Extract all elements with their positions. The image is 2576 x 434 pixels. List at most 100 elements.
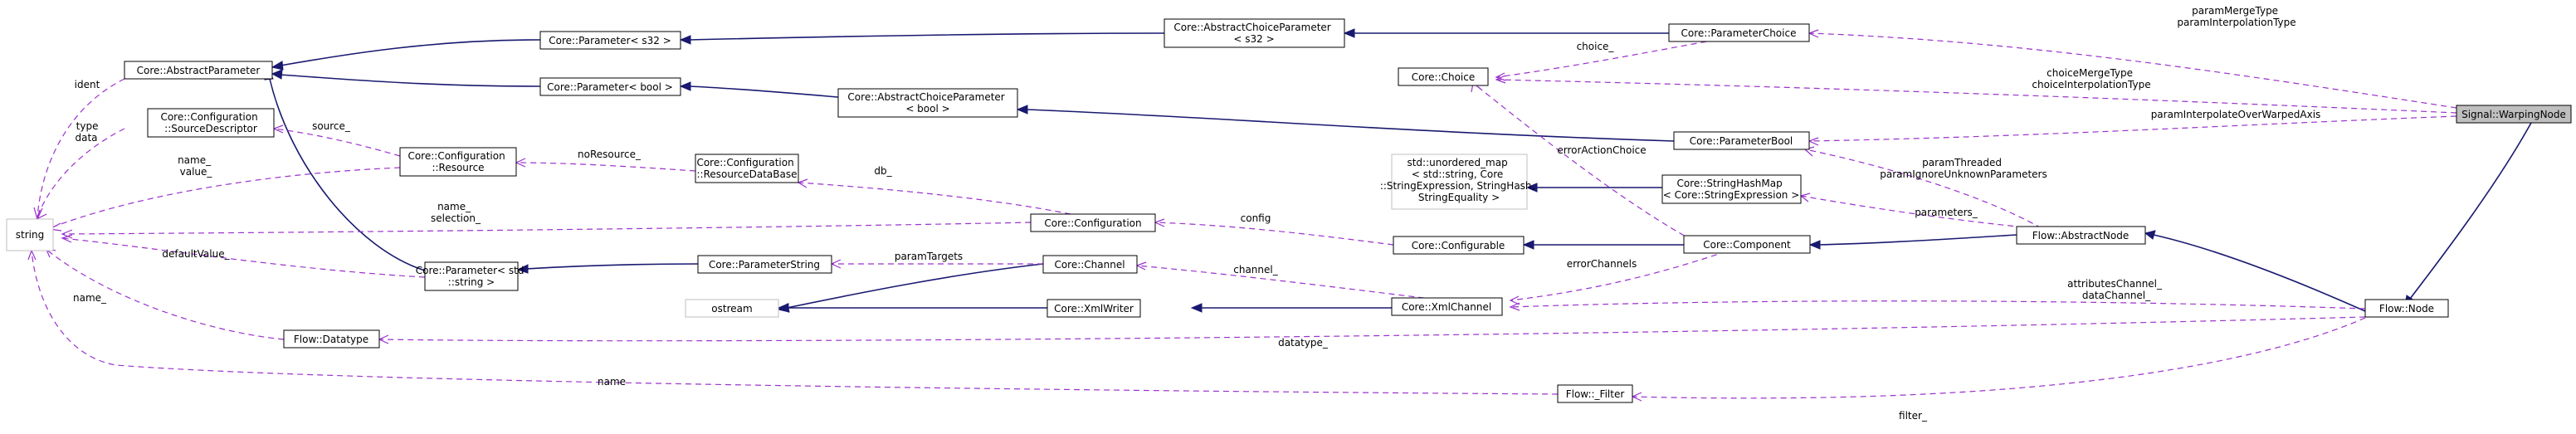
node-abstract-node[interactable]: Flow::AbstractNode xyxy=(2016,226,2146,245)
edge-warping-node-param-warped xyxy=(1808,115,2457,142)
label-name-selection: name_ selection_ xyxy=(431,201,481,224)
label-source: source_ xyxy=(312,120,351,132)
svg-text:Core::Parameter< std ::s: Core::Parameter< std ::string > xyxy=(416,265,528,288)
svg-text:std::unordered_map < std: std::unordered_map < std::string, Core :… xyxy=(1380,157,1538,203)
label-datatype-name: name_ xyxy=(73,292,107,304)
node-parameter-choice[interactable]: Core::ParameterChoice xyxy=(1668,23,1810,42)
node-configurable[interactable]: Core::Configurable xyxy=(1393,236,1525,255)
node-warping-node[interactable]: Signal::WarpingNode xyxy=(2456,105,2572,124)
svg-text:Core::Configuration ::So: Core::Configuration ::SourceDescriptor xyxy=(160,111,261,134)
edge-component-error-action-choice xyxy=(1472,82,1694,241)
node-xml-channel[interactable]: Core::XmlChannel xyxy=(1391,297,1503,316)
svg-text:Flow::Datatype: Flow::Datatype xyxy=(294,334,368,345)
label-datatype: datatype_ xyxy=(1278,337,1329,349)
node-parameter-string[interactable]: Core::ParameterString xyxy=(697,255,832,274)
node-configuration[interactable]: Core::Configuration xyxy=(1030,213,1156,232)
edge-abstract-node-to-component xyxy=(1817,234,2017,246)
edge-param-s32-to-abstract-parameter xyxy=(280,39,541,66)
label-param-threaded: paramThreaded paramIgnoreUnknownParamete… xyxy=(1880,157,2047,180)
label-db: db_ xyxy=(874,165,892,177)
node-abstract-choice-bool[interactable]: Core::AbstractChoiceParameter < bool > xyxy=(837,88,1018,118)
edge-abstract-choice-bool-to-param-bool xyxy=(688,85,839,98)
svg-text:Core::AbstractChoiceParameter: Core::AbstractChoiceParameter < s32 > xyxy=(1173,22,1334,45)
label-no-resource: noResource_ xyxy=(578,149,642,160)
label-filter-name: name xyxy=(598,376,626,388)
head-abstract-parameter-1 xyxy=(271,61,284,71)
label-channel: channel_ xyxy=(1233,264,1278,276)
node-param-stdstring[interactable]: Core::Parameter< std ::string > xyxy=(416,261,528,291)
svg-text:Core::XmlWriter: Core::XmlWriter xyxy=(1054,303,1134,315)
edge-warping-node-to-flow-node xyxy=(2409,122,2532,300)
edge-warping-node-choice-merge xyxy=(1495,79,2457,114)
edge-xml-channel-channel xyxy=(1136,265,1445,301)
head-param-stdstring xyxy=(516,264,529,274)
head-abstract-parameter-2 xyxy=(271,69,283,80)
label-param-targets: paramTargets xyxy=(895,251,963,262)
svg-text:Core::Configuration: Core::Configuration xyxy=(1044,217,1141,229)
head-string-hash-map xyxy=(1799,193,1811,202)
node-resource-database[interactable]: Core::Configuration ::ResourceDataBase xyxy=(695,154,799,183)
head-xml-channel-1 xyxy=(1509,295,1520,305)
svg-text:Core::Parameter< s32 >: Core::Parameter< s32 > xyxy=(549,35,671,46)
node-ostream[interactable]: ostream xyxy=(685,299,779,318)
node-parameter-bool[interactable]: Core::ParameterBool xyxy=(1673,131,1810,150)
label-default-value: defaultValue_ xyxy=(162,248,230,260)
svg-text:Core::Channel: Core::Channel xyxy=(1054,259,1125,271)
svg-text:Core::Configurable: Core::Configurable xyxy=(1412,240,1505,251)
node-param-bool[interactable]: Core::Parameter< bool > xyxy=(539,77,681,96)
node-filter[interactable]: Flow::_Filter xyxy=(1557,384,1633,403)
node-abstract-choice-s32[interactable]: Core::AbstractChoiceParameter < s32 > xyxy=(1164,18,1345,48)
label-param-warped: paramInterpolateOverWarpedAxis xyxy=(2151,109,2321,120)
svg-text:Core::Component: Core::Component xyxy=(1703,239,1791,251)
node-channel[interactable]: Core::Channel xyxy=(1042,255,1138,274)
node-component[interactable]: Core::Component xyxy=(1683,235,1811,254)
head-string-4 xyxy=(61,229,73,239)
edge-warping-node-param-merge xyxy=(1808,32,2457,109)
label-error-action-choice: errorActionChoice xyxy=(1557,144,1646,156)
head-string-5 xyxy=(61,234,73,243)
node-string-hash-map[interactable]: Core::StringHashMap < Core::StringExpres… xyxy=(1661,174,1802,204)
svg-text:Core::Configuration ::Re: Core::Configuration ::Resource xyxy=(407,150,508,173)
node-param-s32[interactable]: Core::Parameter< s32 > xyxy=(539,31,681,50)
svg-text:Core::Choice: Core::Choice xyxy=(1412,71,1476,83)
edge-abstract-choice-s32-to-param-s32 xyxy=(688,32,1165,41)
head-configurable xyxy=(1522,240,1534,250)
edge-datatype-name xyxy=(45,248,285,340)
svg-text:Core::Parameter< bool >: Core::Parameter< bool > xyxy=(547,81,673,93)
usage-edges xyxy=(31,32,2457,399)
edge-configuration-name-selection xyxy=(61,222,1032,235)
edge-abstract-node-parameters xyxy=(1800,195,2034,229)
label-ident: ident xyxy=(75,79,100,90)
svg-text:Signal::WarpingNode: Signal::WarpingNode xyxy=(2461,109,2566,120)
svg-text:Flow::_Filter: Flow::_Filter xyxy=(1566,388,1625,400)
edge-param-stdstring-default-value xyxy=(61,237,426,278)
edge-channel-to-ostream xyxy=(786,263,1044,309)
head-choice-1 xyxy=(1495,72,1506,81)
svg-text:Core::XmlChannel: Core::XmlChannel xyxy=(1402,301,1491,313)
head-choice-3 xyxy=(1495,75,1506,84)
edge-abstract-parameter-ident xyxy=(37,78,125,218)
label-name-value: name_ value_ xyxy=(178,154,214,178)
node-resource[interactable]: Core::Configuration ::Resource xyxy=(399,147,517,177)
node-source-descriptor[interactable]: Core::Configuration ::SourceDescriptor xyxy=(147,108,275,138)
node-xml-writer[interactable]: Core::XmlWriter xyxy=(1046,299,1141,318)
label-attributes-channel: attributesChannel_ dataChannel_ xyxy=(2067,278,2165,301)
node-abstract-parameter[interactable]: Core::AbstractParameter xyxy=(124,61,273,80)
head-resource-database xyxy=(797,178,808,188)
node-datatype[interactable]: Flow::Datatype xyxy=(283,329,380,349)
label-param-merge: paramMergeType paramInterpolationType xyxy=(2177,5,2295,28)
edge-abstract-node-param-threaded xyxy=(1804,149,2042,229)
edge-flow-node-attributes-channel xyxy=(1510,300,2366,310)
edge-parameter-string-to-param-stdstring xyxy=(525,263,699,270)
head-ostream-2 xyxy=(777,303,789,313)
edge-parameter-choice-choice xyxy=(1495,39,1717,78)
inheritance-edges xyxy=(269,32,2532,312)
node-choice[interactable]: Core::Choice xyxy=(1398,67,1489,86)
node-string[interactable]: string xyxy=(6,218,54,251)
label-filter: filter_ xyxy=(1899,410,1928,422)
head-string-7 xyxy=(27,249,37,261)
node-unordered-map[interactable]: std::unordered_map < std::string, Core :… xyxy=(1380,154,1538,210)
head-param-s32 xyxy=(679,35,691,45)
svg-text:Core::ParameterString: Core::ParameterString xyxy=(709,259,820,271)
node-flow-node[interactable]: Flow::Node xyxy=(2364,299,2449,318)
